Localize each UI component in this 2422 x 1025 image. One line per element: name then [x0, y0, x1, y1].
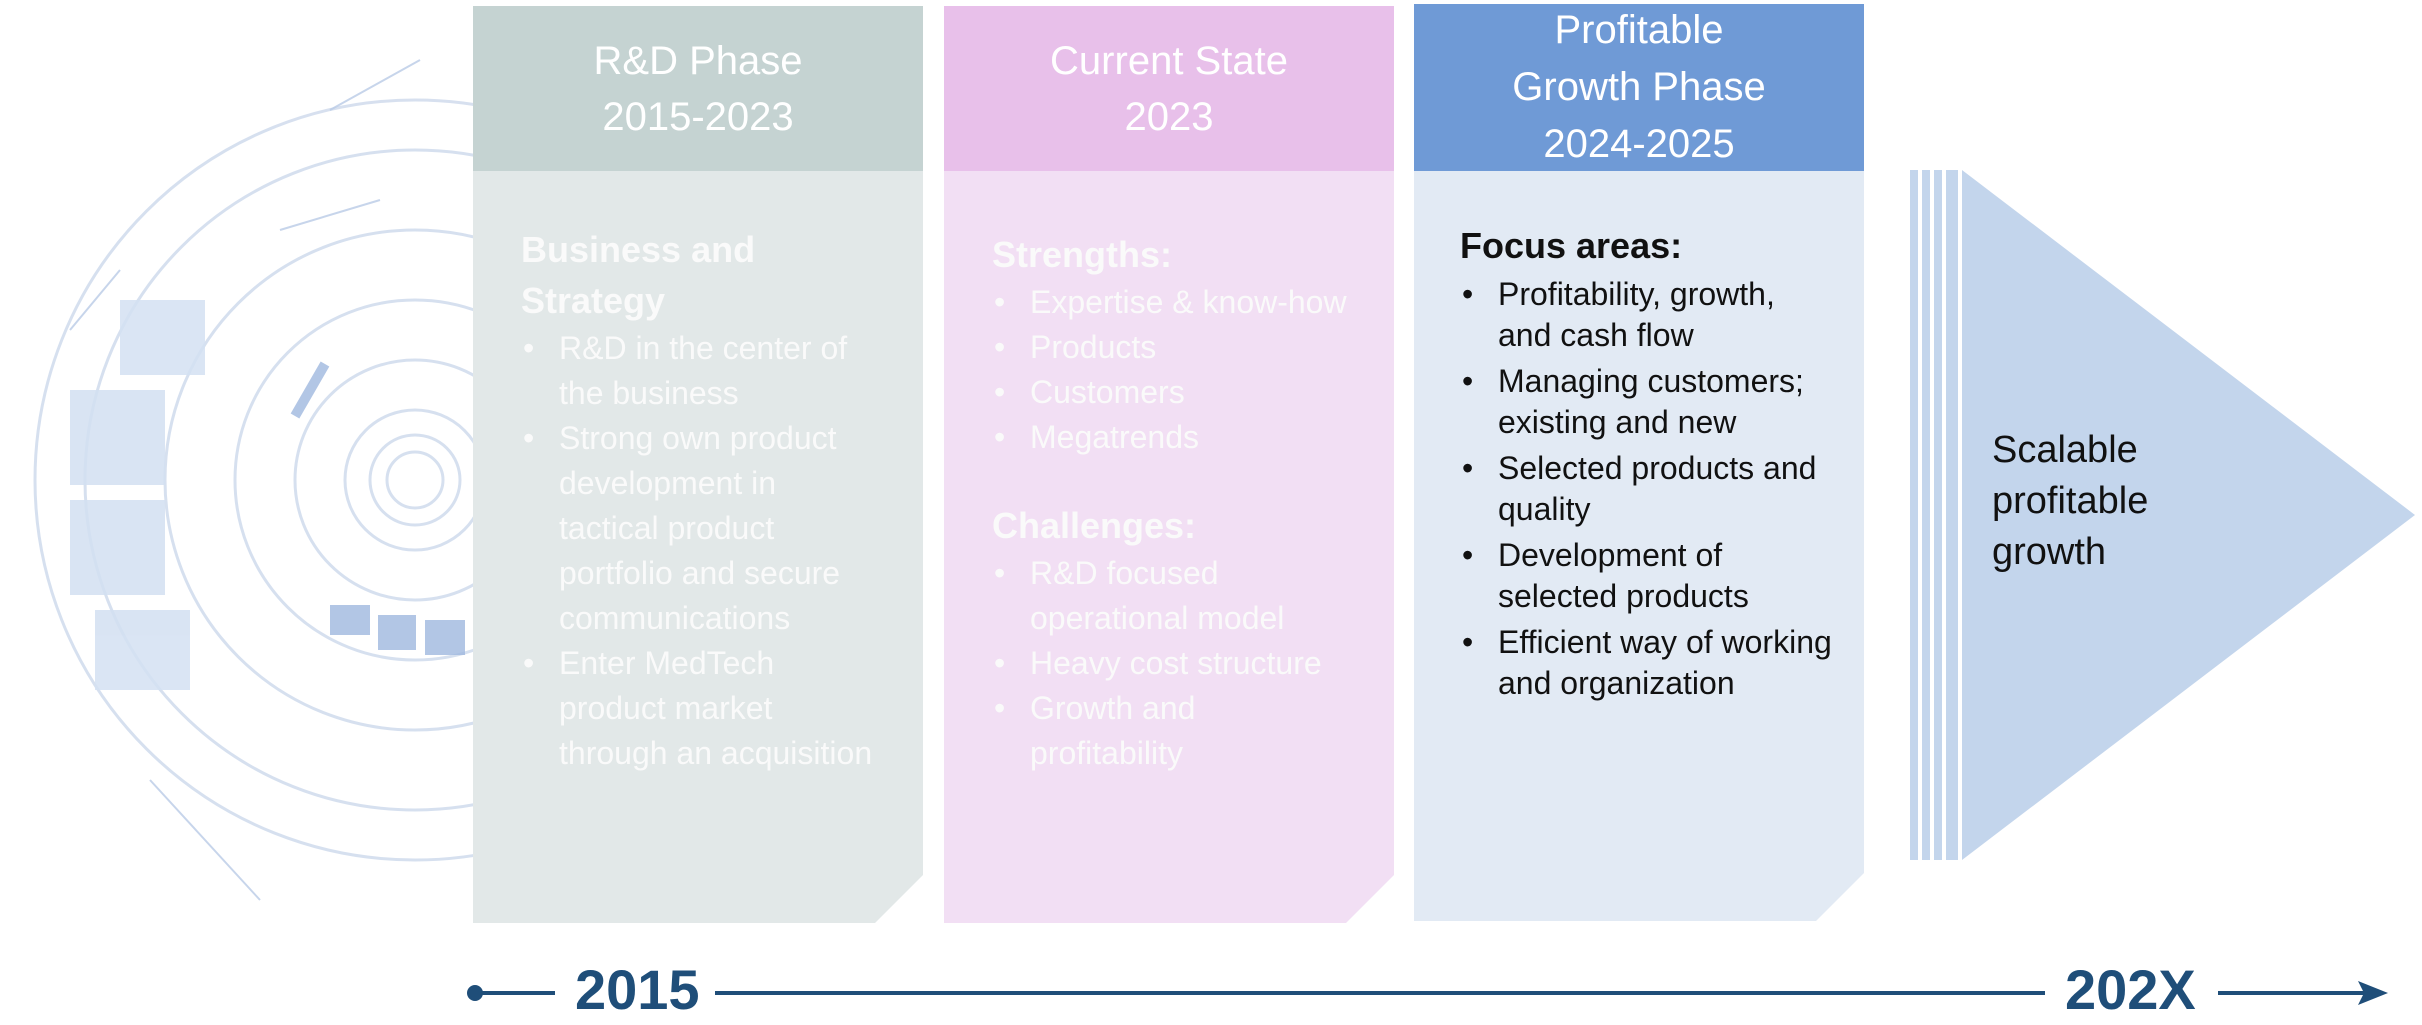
list-item: Customers [992, 370, 1354, 415]
focus-areas-list: Profitability, growth, and cash flow Man… [1460, 274, 1834, 704]
list-item: Heavy cost structure [992, 641, 1354, 686]
phase-content: Business and Strategy R&D in the center … [521, 224, 883, 776]
list-item: Selected products and quality [1460, 448, 1834, 530]
phase-content: Strengths: Expertise & know-how Products… [992, 229, 1354, 776]
phase-content: Focus areas: Profitability, growth, and … [1460, 220, 1834, 704]
strengths-title: Strengths: [992, 234, 1172, 275]
list-item: Megatrends [992, 415, 1354, 460]
phase-title: Profitable [1554, 8, 1724, 52]
strengths-list: Expertise & know-how Products Customers … [992, 280, 1354, 460]
list-item: Growth and profitability [992, 686, 1354, 776]
timeline-line-segment [480, 991, 555, 995]
timeline-start-dot [467, 985, 483, 1001]
phase-years: 2024-2025 [1543, 122, 1735, 166]
timeline-start-year: 2015 [575, 958, 700, 1021]
section-title-line: Strategy [521, 280, 666, 321]
outcome-line: Scalable [1992, 429, 2138, 471]
outcome-line: growth [1992, 531, 2107, 573]
list-item: R&D in the center of the business [521, 326, 883, 416]
phase-title: Current State [1050, 38, 1288, 83]
list-item: Enter MedTech product market through an … [521, 641, 883, 776]
list-item: Efficient way of working and organizatio… [1460, 622, 1834, 704]
outcome-label: Scalable profitable growth [1992, 425, 2148, 578]
timeline-line-segment [715, 991, 2045, 995]
list-item: R&D focused operational model [992, 551, 1354, 641]
outcome-arrow [1910, 170, 2415, 860]
outcome-line: profitable [1992, 480, 2149, 522]
challenges-list: R&D focused operational model Heavy cost… [992, 551, 1354, 776]
list-item: Profitability, growth, and cash flow [1460, 274, 1834, 356]
bullet-list: R&D in the center of the business Strong… [521, 326, 883, 776]
list-item: Strong own product development in tactic… [521, 416, 883, 641]
phase-header: Current State 2023 [944, 6, 1394, 171]
phase-years: 2023 [1124, 94, 1214, 139]
section-title: Business and Strategy [521, 224, 883, 326]
phase-years: 2015-2023 [602, 94, 794, 139]
timeline-end-year: 202X [2065, 958, 2196, 1021]
phase-card-current-state: Current State 2023 Strengths: Expertise … [944, 6, 1394, 923]
list-item: Products [992, 325, 1354, 370]
list-item: Expertise & know-how [992, 280, 1354, 325]
list-item: Development of selected products [1460, 535, 1834, 617]
focus-areas-title: Focus areas: [1460, 225, 1683, 266]
phase-header: Profitable Growth Phase 2024-2025 [1414, 4, 1864, 171]
phase-header: R&D Phase 2015-2023 [473, 6, 923, 171]
phase-title: R&D Phase [593, 38, 803, 83]
timeline-line-segment [2218, 991, 2368, 995]
challenges-title: Challenges: [992, 505, 1197, 546]
timeline-arrowhead-icon [2358, 981, 2388, 1005]
section-title-line: Business and [521, 229, 756, 270]
phase-card-rd: R&D Phase 2015-2023 Business and Strateg… [473, 6, 923, 923]
phase-card-profitable-growth: Profitable Growth Phase 2024-2025 Focus … [1414, 4, 1864, 921]
phase-title: Growth Phase [1512, 65, 1766, 109]
list-item: Managing customers; existing and new [1460, 361, 1834, 443]
